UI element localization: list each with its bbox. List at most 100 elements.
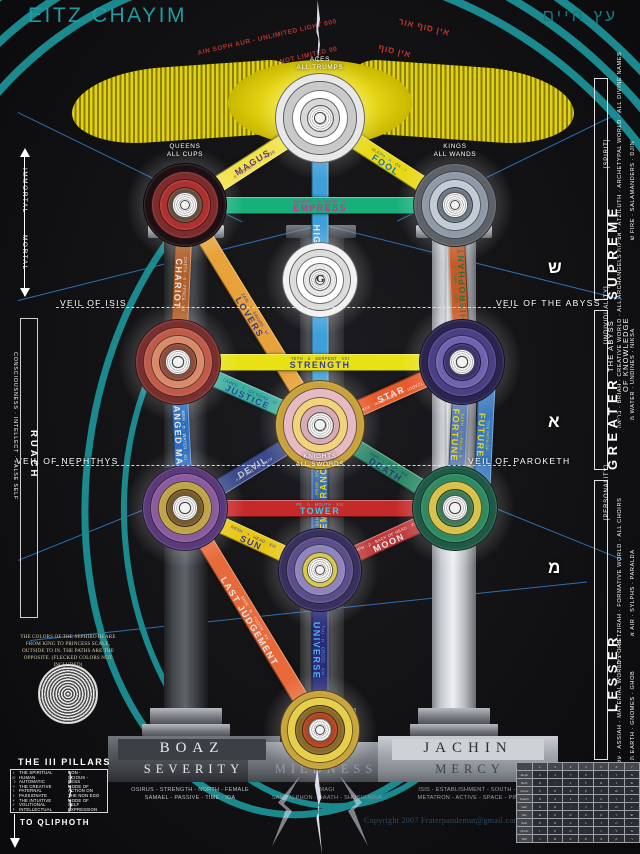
sephirah-hod[interactable]: [142, 465, 228, 551]
grid-header-cell: 1: [531, 762, 548, 771]
grid-cell: ט: [562, 826, 579, 835]
grid-cell: ס: [623, 778, 640, 787]
immortal-mortal-axis: [24, 150, 25, 296]
grid-cell: ו: [592, 770, 610, 779]
grid-cell: ד: [562, 770, 579, 779]
pillars-legend-term: PATERNAL: [19, 788, 43, 794]
grid-row-header: Gimel: [516, 786, 533, 795]
boaz-plate: [118, 739, 266, 760]
page-title-hebrew: עץ חיים: [542, 6, 618, 25]
pillars-legend-meaning: NESS: [68, 779, 81, 785]
material-world: עשיה · ASSIAH · MATERIAL WORLD · ORB: [617, 638, 623, 770]
grid-header-cell: 5: [592, 762, 610, 771]
pillars-legend-symbol: ♂: [12, 802, 16, 808]
sephirah-core: [179, 502, 191, 514]
sephirah-binah[interactable]: [143, 163, 227, 247]
page-title: EITZ CHAYIM: [28, 4, 187, 27]
grid-cell: ט: [531, 778, 548, 787]
sephirah-chokmah[interactable]: [413, 163, 497, 247]
grid-cell: ב: [531, 770, 548, 779]
grid-row-header: Vau: [516, 810, 533, 819]
left-pillar-attr2: SAMAEL - PASSIVE - TIME - IDA: [144, 795, 236, 801]
sephirah-chesed[interactable]: [419, 319, 505, 405]
sephirah-core: [315, 275, 325, 285]
grid-cell: נ: [531, 834, 548, 843]
sephirah-yesod[interactable]: [278, 528, 362, 612]
grid-cell: ע: [546, 810, 564, 819]
sephirah-core: [449, 199, 461, 211]
grid-cell: ח: [623, 770, 640, 779]
lesser-bracket-label: [PERSONALITY]: [604, 464, 610, 520]
pillars-legend-term: AUTOMATIC: [19, 779, 46, 785]
grid-cell: ל: [577, 778, 594, 787]
path-attribution: PE · פ · MOUTH · XVI: [296, 502, 344, 507]
veil-line-isis: [56, 307, 516, 308]
left-pillar-attr1: OSIRUS - STRENGTH - NORTH - FEMALE: [131, 787, 249, 793]
sephirah-kether[interactable]: [275, 73, 365, 163]
greater-bracket-label: [INDIVIDUALITY]: [604, 285, 610, 344]
path-empress[interactable]: DALETH · ד · DOOR · IIIEMPRESS1414: [185, 196, 455, 214]
pillars-legend-symbol: ♀: [12, 770, 16, 775]
hebrew-letter-mem: מ: [548, 558, 561, 577]
grid-cell: צ: [592, 834, 610, 843]
grid-cell: כ: [592, 826, 610, 835]
veil-label-abyss: VEIL OF THE ABYSS: [496, 298, 601, 308]
sephirah-core: [314, 564, 326, 576]
greater-world: בריאה · BRIAH · CREATIVE WORLD · ALL ARC…: [617, 253, 623, 428]
three-pillars-title: THE III PILLARS: [18, 757, 112, 767]
grid-cell: ז: [623, 794, 640, 803]
grid-cell: י: [562, 802, 579, 811]
right-pillar-quality: MERCY: [435, 762, 505, 776]
three-pillars-box: [10, 769, 108, 813]
grid-cell: כ: [577, 802, 594, 811]
pillars-legend-symbol: ☽: [12, 779, 16, 785]
middle-pillar-attr2: SANDALPHON - DAATH - SHUSHUMNA: [271, 795, 383, 801]
grid-cell: ל: [608, 826, 625, 835]
pillars-legend-symbol: ☿: [12, 806, 16, 812]
sephirah-daath[interactable]: [282, 242, 358, 318]
pillars-legend-term: VOLITIONAL: [19, 802, 46, 808]
grid-cell: ו: [608, 794, 625, 803]
grid-cell: ג: [562, 794, 579, 803]
pillars-legend-meaning: CON -: [68, 770, 81, 775]
grid-row-header: Heh: [516, 802, 533, 811]
grid-cell: ע: [562, 834, 579, 843]
grid-cell: צ: [562, 786, 579, 795]
middle-pillar-attr1: MAGI: [319, 787, 335, 793]
lesser-element: א AIR · SYLPHS · PARALDA: [630, 549, 636, 636]
grid-cell: ב: [562, 818, 579, 827]
pillars-legend-meaning: MODE OF: [68, 797, 89, 803]
left-pillar-name: BOAZ: [159, 740, 225, 756]
path-attribution: TETH · ט · SERPENT · VIII: [290, 356, 350, 361]
grid-cell: ש: [608, 786, 625, 795]
brace-2: }: [68, 783, 73, 798]
pillars-legend-term: THE SPIRITUAL: [19, 770, 53, 775]
material-element: ת EARTH · GNOMES · GHOB: [630, 670, 636, 760]
left-pillar-base: [150, 708, 222, 724]
grid-cell: ו: [623, 818, 640, 827]
sephirah-tiphereth[interactable]: [275, 380, 365, 470]
grid-cell: ת: [531, 818, 548, 827]
grid-cell: ג: [546, 770, 564, 779]
grid-cell: צ: [577, 810, 594, 819]
sephirah-netzach[interactable]: [412, 465, 498, 551]
pillars-legend-symbol: ♄: [12, 788, 16, 794]
greater-element: מ WATER · UNDINES · NIKSA: [630, 328, 636, 420]
grid-cell: ד: [592, 818, 610, 827]
sephirah-malkuth[interactable]: [280, 690, 360, 770]
sephirah-geburah[interactable]: [135, 319, 221, 405]
grid-cell: נ: [623, 802, 640, 811]
grid-cell: פ: [546, 786, 564, 795]
